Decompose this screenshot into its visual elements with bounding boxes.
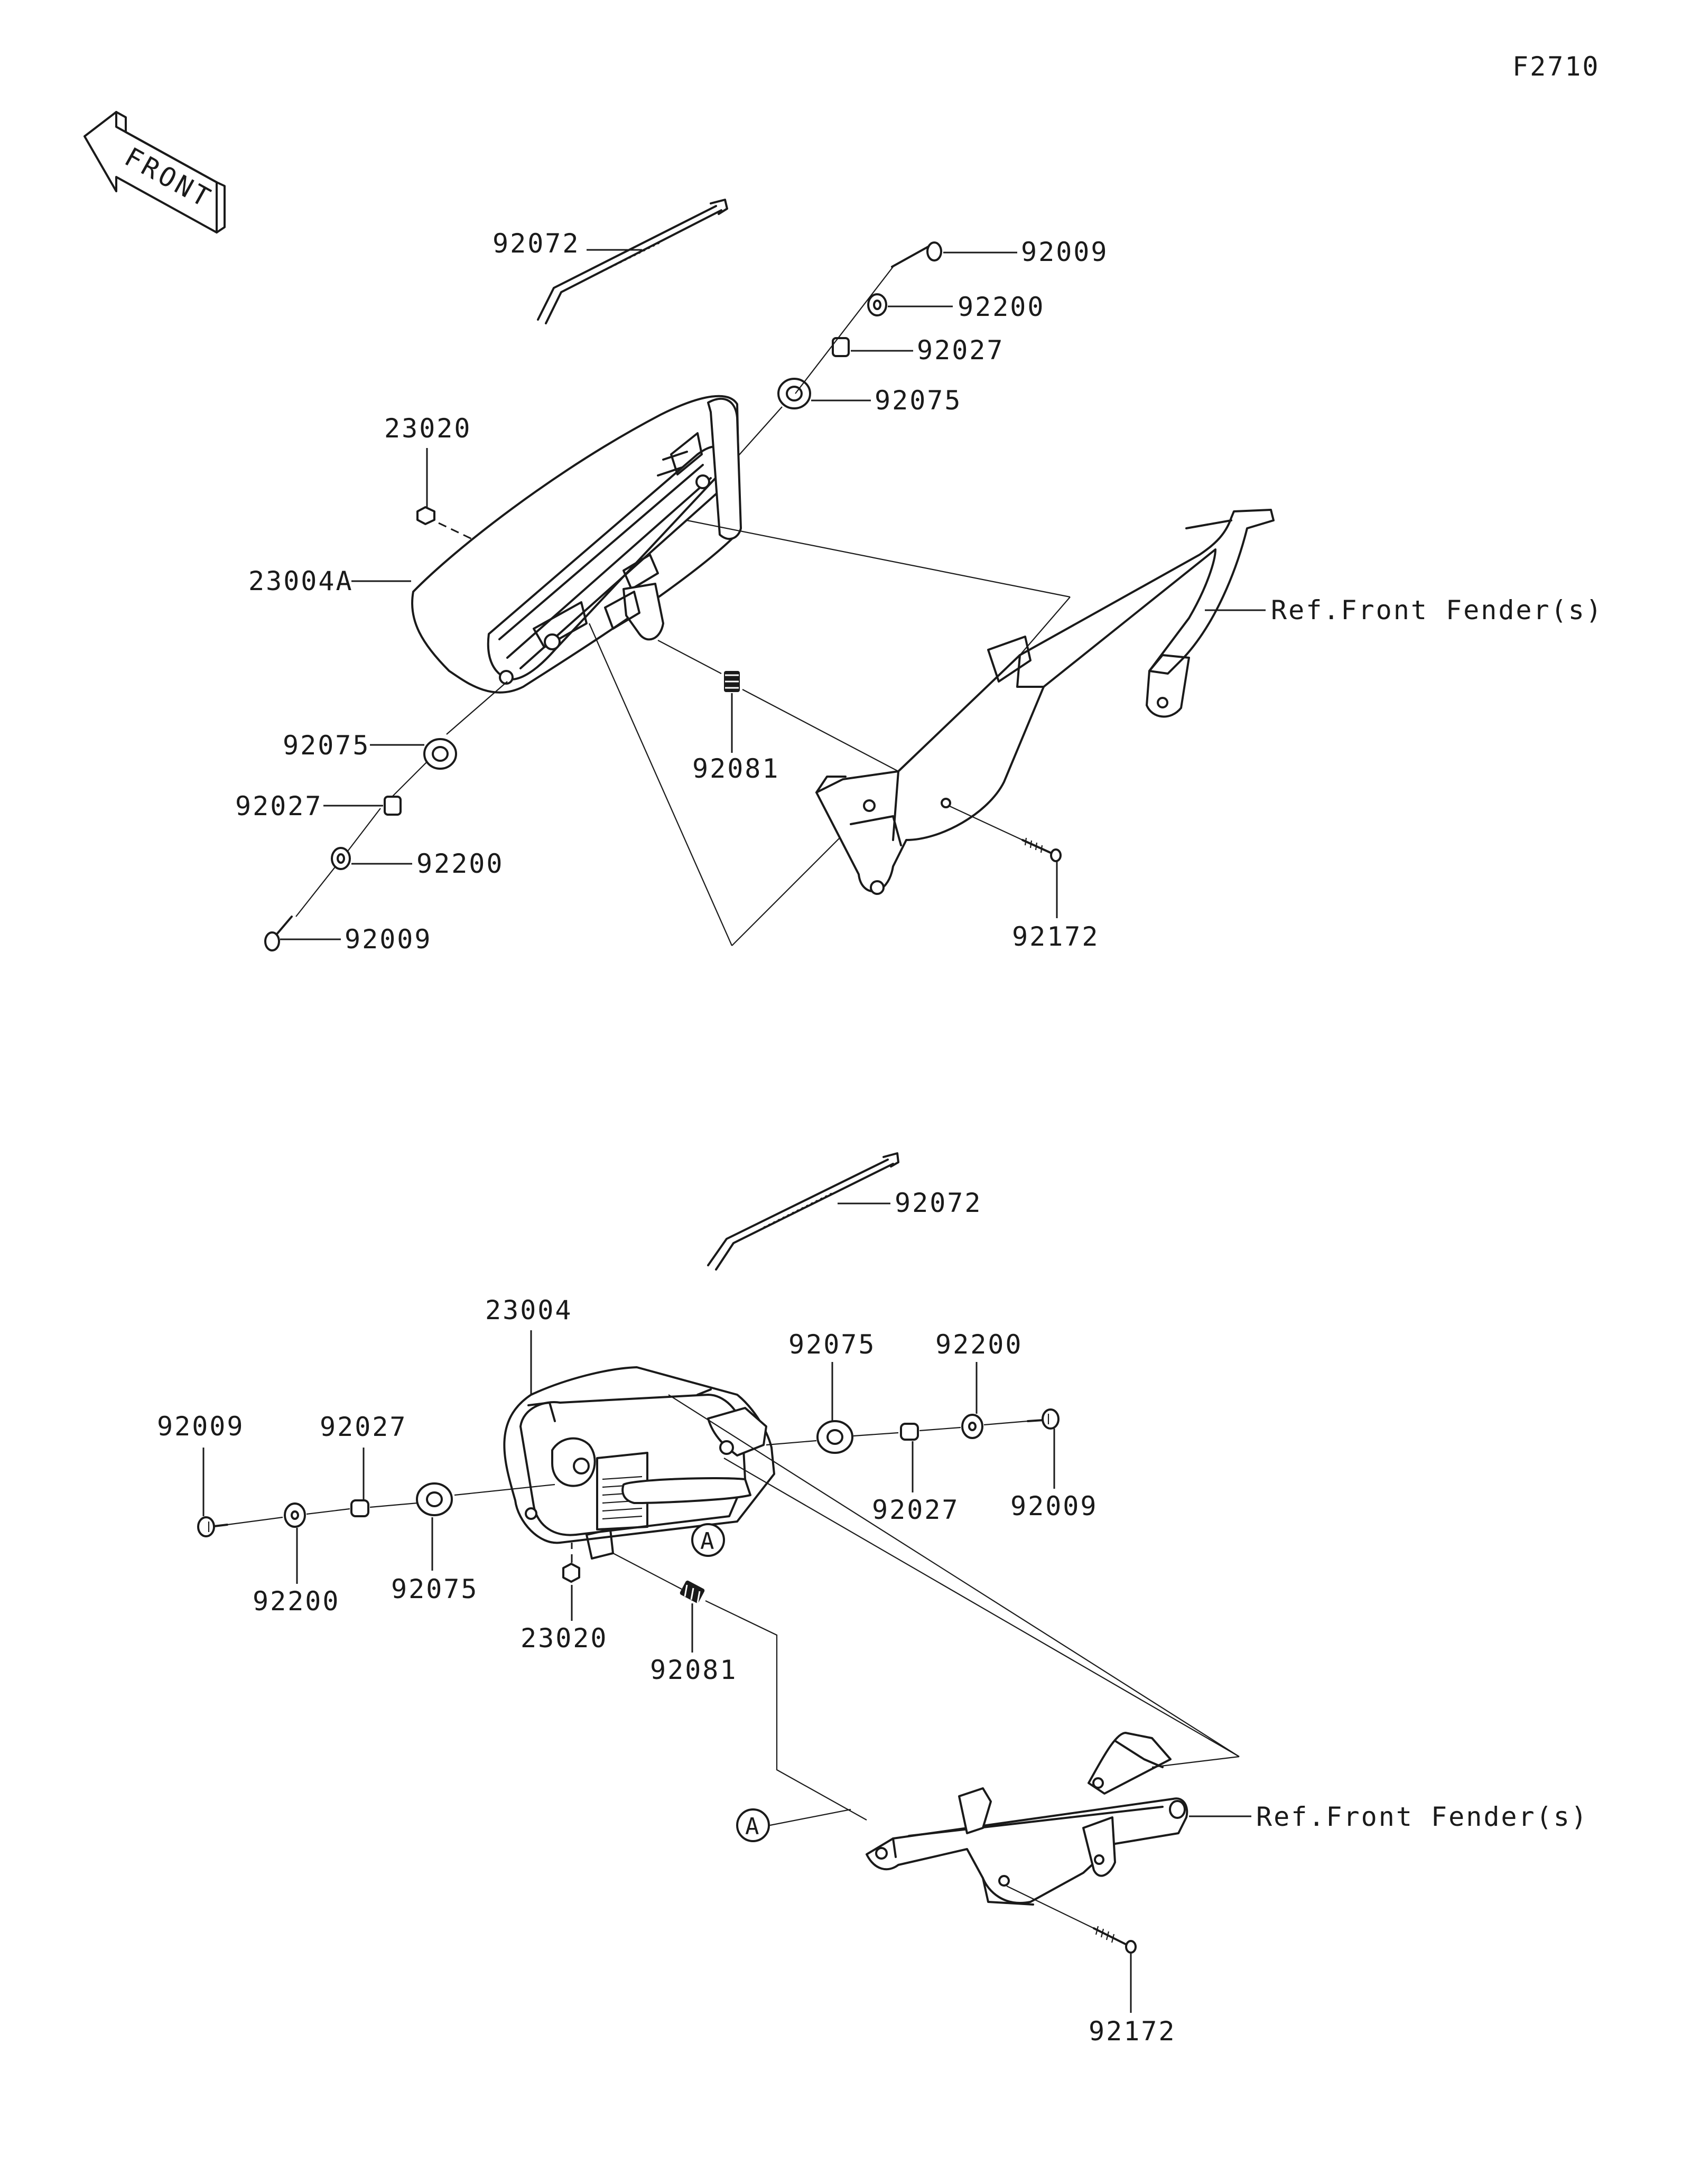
label-92027-upper-left: 92027 — [235, 791, 323, 822]
washer-92200-upper-left — [331, 847, 351, 870]
lamp-housing-23004A — [411, 395, 742, 694]
front-arrow-icon: FRONT — [83, 111, 226, 234]
label-92075-lower-left: 92075 — [391, 1574, 479, 1604]
reference-marker-a-2-label: A — [745, 1813, 759, 1840]
label-23004A: 23004A — [248, 566, 354, 596]
label-92027-lower-right: 92027 — [872, 1495, 960, 1525]
label-23020-upper: 23020 — [384, 413, 472, 444]
label-92009-lower-right: 92009 — [1010, 1491, 1098, 1522]
bolt-92009-upper-right — [891, 241, 942, 268]
bolt-92009-lower-right — [1027, 1408, 1060, 1430]
label-92200-lower-left: 92200 — [253, 1586, 340, 1617]
collar-92027-lower-left — [350, 1499, 369, 1517]
figure-code: F2710 — [1512, 51, 1600, 82]
reference-marker-a-1-label: A — [700, 1528, 714, 1555]
tie-strap-92072-upper — [537, 199, 728, 324]
label-92200-upper-left: 92200 — [416, 848, 504, 879]
front-fender-bracket-lower — [866, 1732, 1188, 1906]
label-92200-upper-right: 92200 — [958, 292, 1045, 322]
grommet-92075-lower-left — [416, 1482, 453, 1516]
label-92072-upper: 92072 — [493, 228, 580, 259]
tie-strap-92072-lower — [707, 1152, 899, 1271]
label-92075-upper-right: 92075 — [875, 385, 962, 416]
bolt-92009-lower-left — [197, 1516, 228, 1537]
label-fender-ref-lower: Ref.Front Fender(s) — [1256, 1802, 1588, 1832]
washer-92200-upper-right — [867, 293, 887, 316]
reference-marker-a-1: A — [691, 1523, 725, 1557]
spring-92081-lower — [680, 1580, 705, 1603]
label-92075-lower-right: 92075 — [788, 1329, 876, 1360]
front-fender-bracket-upper — [815, 509, 1275, 895]
lamp-housing-23004 — [503, 1366, 775, 1560]
collar-92027-lower-right — [900, 1423, 919, 1441]
label-fender-ref-upper: Ref.Front Fender(s) — [1271, 595, 1603, 626]
grommet-92075-upper-right — [777, 378, 811, 409]
washer-92200-lower-right — [961, 1414, 983, 1439]
upper-assembly: 92072 92009 92200 92027 92075 23020 — [235, 199, 1603, 955]
label-92009-upper-right: 92009 — [1021, 237, 1109, 267]
grommet-92075-lower-right — [816, 1420, 853, 1454]
collar-92027-upper-left — [384, 796, 402, 816]
spring-92081-upper — [724, 671, 740, 692]
label-92027-upper-right: 92027 — [917, 335, 1005, 366]
label-92172-lower: 92172 — [1089, 2016, 1176, 2047]
label-92075-upper-left: 92075 — [283, 730, 370, 761]
screw-92172-upper — [1021, 837, 1062, 862]
nut-23020-upper — [416, 506, 435, 525]
screw-92172-lower — [1093, 1926, 1137, 1954]
label-92009-lower-left: 92009 — [157, 1411, 245, 1442]
reference-marker-a-2: A — [736, 1808, 770, 1842]
washer-92200-lower-left — [284, 1502, 306, 1528]
label-92200-lower-right: 92200 — [935, 1329, 1023, 1360]
label-92081-upper: 92081 — [692, 753, 780, 784]
label-92072-lower: 92072 — [895, 1188, 982, 1218]
label-23020-lower: 23020 — [521, 1623, 608, 1654]
label-92172-upper: 92172 — [1012, 921, 1100, 952]
collar-92027-upper-right — [832, 337, 850, 357]
grommet-92075-upper-left — [423, 738, 457, 770]
nut-23020-lower — [562, 1563, 580, 1583]
label-92081-lower: 92081 — [650, 1655, 738, 1685]
label-92009-upper-left: 92009 — [345, 924, 432, 955]
bolt-92009-upper-left — [264, 916, 293, 951]
label-92027-lower-left: 92027 — [320, 1412, 407, 1442]
lower-assembly: 92072 23004 A 92009 — [157, 1152, 1588, 2047]
label-23004: 23004 — [485, 1295, 573, 1326]
